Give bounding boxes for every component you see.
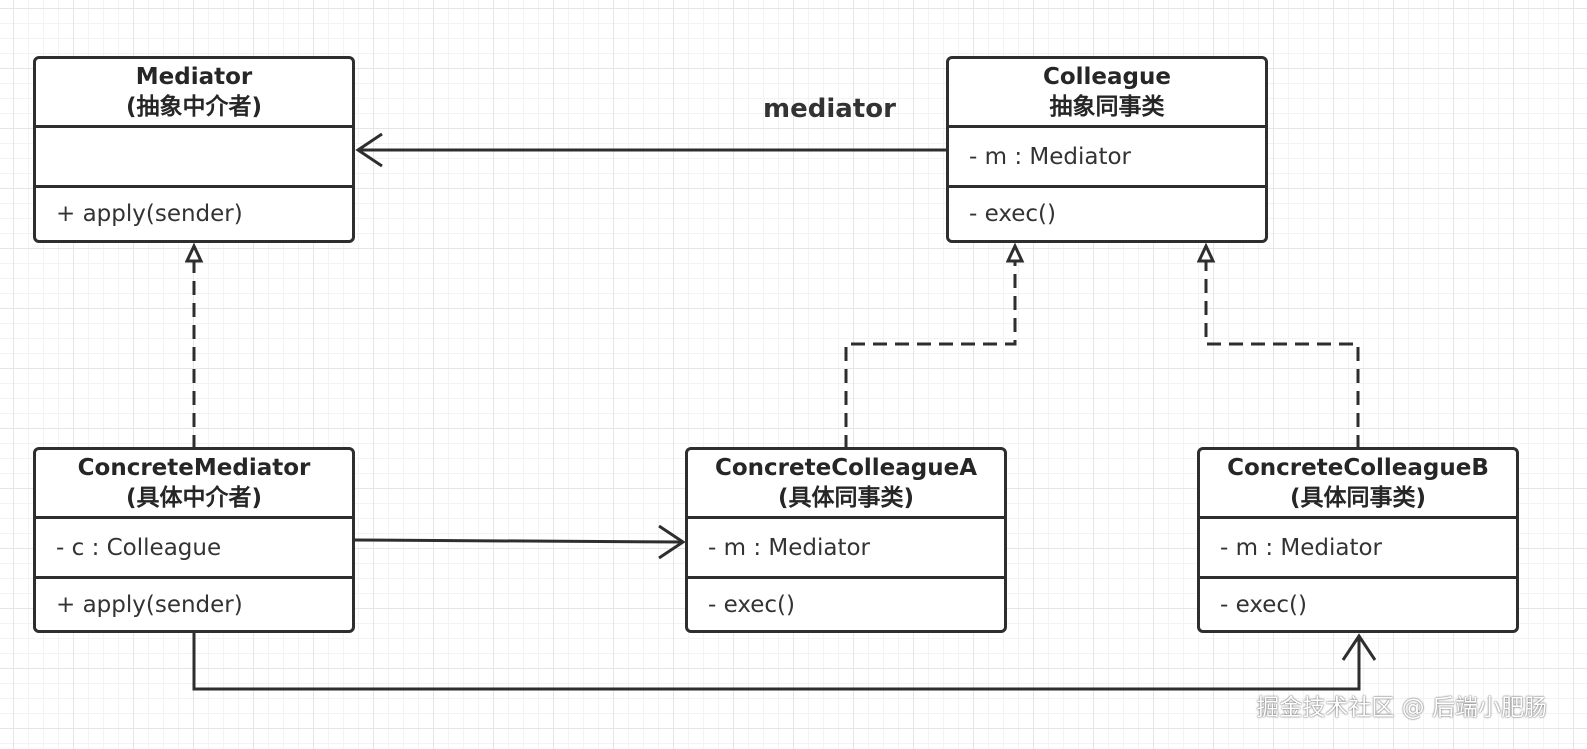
watermark: 掘金技术社区 @ 后端小肥肠: [1256, 695, 1547, 721]
class-subtitle: (具体同事类): [1289, 485, 1427, 511]
class-header: Colleague 抽象同事类: [949, 59, 1265, 125]
association-concretemediator-to-concretecolleaguea: [353, 524, 686, 560]
mediator-role-label: mediator: [763, 94, 896, 124]
class-header: Mediator (抽象中介者): [36, 59, 352, 125]
class-header: ConcreteColleagueB (具体同事类): [1200, 450, 1516, 516]
class-subtitle: (抽象中介者): [125, 94, 263, 120]
attributes-section: - m : Mediator: [1200, 516, 1516, 576]
attributes-section: - m : Mediator: [949, 125, 1265, 185]
association-concretemediator-to-concretecolleagueb: [192, 632, 1377, 691]
class-name: ConcreteColleagueB: [1227, 455, 1489, 481]
class-subtitle: (具体中介者): [125, 485, 263, 511]
class-name: ConcreteMediator: [77, 455, 311, 481]
class-mediator[interactable]: Mediator (抽象中介者) + apply(sender): [33, 56, 355, 243]
association-colleague-to-mediator: [355, 132, 948, 168]
class-name: Colleague: [1042, 64, 1171, 90]
class-name: ConcreteColleagueA: [714, 455, 978, 481]
methods-section: + apply(sender): [36, 185, 352, 240]
methods-section: + apply(sender): [36, 576, 352, 630]
class-subtitle: (具体同事类): [777, 485, 915, 511]
class-concrete-colleague-b[interactable]: ConcreteColleagueB (具体同事类) - m : Mediato…: [1197, 447, 1519, 633]
class-subtitle: 抽象同事类: [1049, 94, 1165, 120]
attributes-section: [36, 125, 352, 185]
class-concrete-mediator[interactable]: ConcreteMediator (具体中介者) - c : Colleague…: [33, 447, 355, 633]
attributes-section: - m : Mediator: [688, 516, 1004, 576]
class-name: Mediator: [135, 64, 253, 90]
class-concrete-colleague-a[interactable]: ConcreteColleagueA (具体同事类) - m : Mediato…: [685, 447, 1007, 633]
class-header: ConcreteMediator (具体中介者): [36, 450, 352, 516]
realization-concretecolleaguea-to-colleague: [844, 246, 1015, 449]
methods-section: - exec(): [949, 185, 1265, 240]
methods-section: - exec(): [688, 576, 1004, 630]
methods-section: - exec(): [1200, 576, 1516, 630]
realization-concretecolleagueb-to-colleague: [1206, 246, 1360, 449]
class-header: ConcreteColleagueA (具体同事类): [688, 450, 1004, 516]
class-colleague[interactable]: Colleague 抽象同事类 - m : Mediator - exec(): [946, 56, 1268, 243]
attributes-section: - c : Colleague: [36, 516, 352, 576]
